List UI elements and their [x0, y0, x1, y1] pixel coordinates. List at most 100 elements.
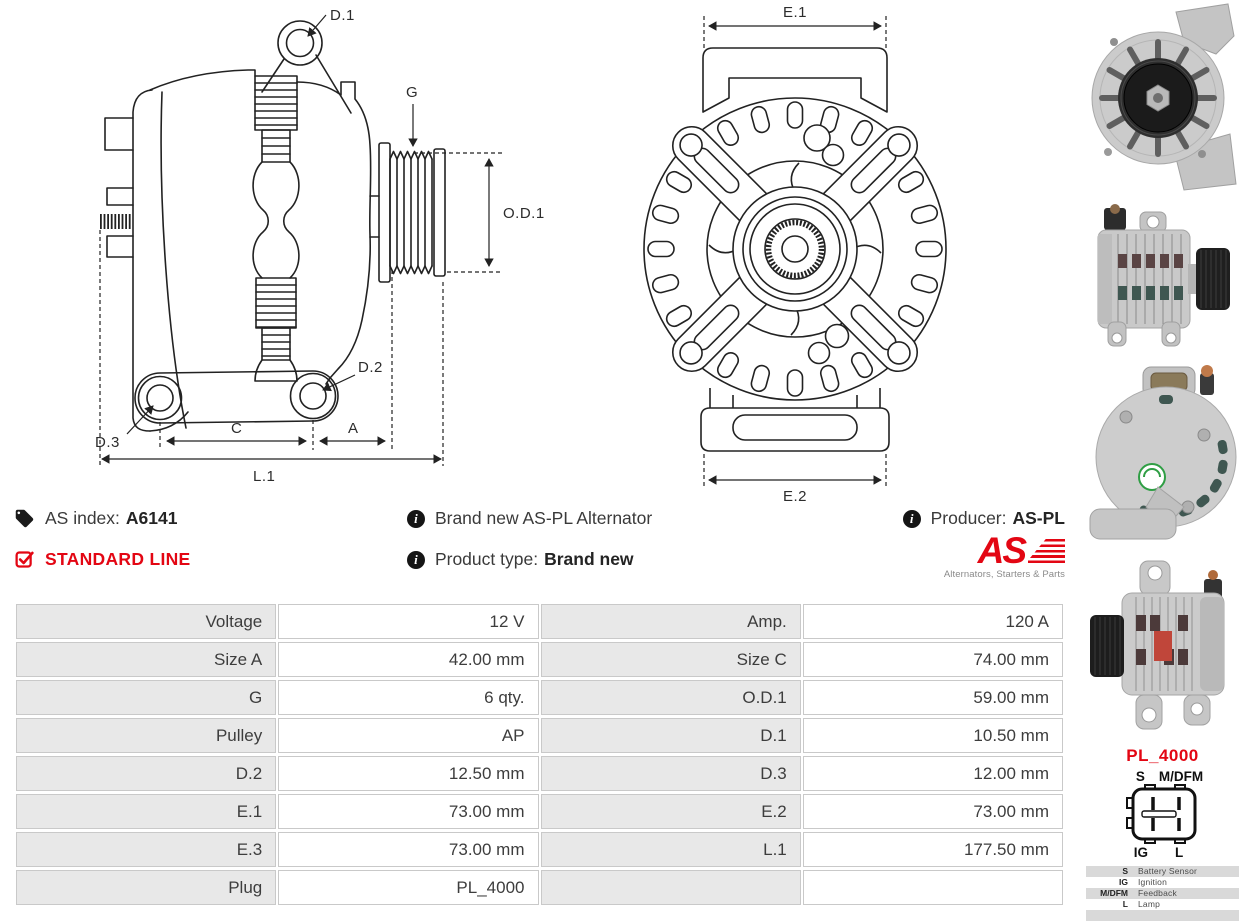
spec-label-cell: E.3	[16, 832, 277, 867]
info-column-right: Producer: AS-PL AS Alternators, Starters…	[902, 508, 1066, 580]
product-photo-rear[interactable]	[1088, 357, 1238, 550]
dim-label-od1: O.D.1	[503, 205, 545, 222]
legend-value: Feedback	[1138, 888, 1177, 898]
spec-label-cell: E.2	[540, 794, 801, 829]
spec-label-cell: Voltage	[16, 604, 277, 639]
dimension-labels: D.1 G O.D.1 D.2 D.3 C A L.1	[95, 7, 545, 485]
dimension-labels-front: E.1 E.2	[783, 4, 807, 502]
dimension-lines-front	[703, 16, 887, 488]
tag-icon	[14, 508, 35, 529]
spec-value-cell: 74.00 mm	[802, 642, 1063, 677]
description-line: Brand new AS-PL Alternator	[406, 508, 903, 529]
legend-row	[1086, 910, 1239, 921]
product-type-line: Product type: Brand new	[406, 549, 903, 570]
spec-row: D.2 12.50 mm D.3 12.00 mm	[16, 756, 1063, 791]
spec-row: Size A 42.00 mm Size C 74.00 mm	[16, 642, 1063, 677]
cooling-fins	[647, 101, 943, 397]
pin-label-mdfm: M/DFM	[1158, 769, 1204, 784]
plug-connector-drawing	[1125, 784, 1196, 844]
as-index-line: AS index: A6141	[14, 508, 407, 529]
checkbox-icon	[14, 549, 35, 570]
plug-pins-top: S M/DFM	[1136, 769, 1203, 784]
spec-value-cell: 10.50 mm	[802, 718, 1063, 753]
product-type-value: Brand new	[544, 549, 634, 569]
top-mounting-bracket	[702, 47, 888, 113]
dim-label-d1: D.1	[330, 7, 355, 24]
legend-row: IG Ignition	[1086, 877, 1239, 888]
spec-label-cell: Plug	[16, 870, 277, 905]
description-text: Brand new AS-PL Alternator	[434, 508, 653, 528]
spec-label-cell: D.1	[540, 718, 801, 753]
line-label: STANDARD LINE	[45, 549, 191, 569]
dim-label-g: G	[406, 84, 418, 101]
standard-line: STANDARD LINE	[14, 549, 407, 570]
dimension-lines	[99, 14, 502, 466]
aspl-logo-text: AS	[977, 530, 1027, 571]
product-photo-front[interactable]	[1088, 2, 1238, 195]
spec-value-cell: 6 qty.	[278, 680, 539, 715]
spec-row: Pulley AP D.1 10.50 mm	[16, 718, 1063, 753]
dim-label-d3: D.3	[95, 434, 120, 451]
info-icon	[902, 509, 921, 528]
product-type-label: Product type:	[434, 549, 539, 569]
spec-label-cell: G	[16, 680, 277, 715]
aspl-logo: AS Alternators, Starters & Parts	[944, 530, 1065, 580]
spec-label-cell: Size C	[540, 642, 801, 677]
spec-value-cell: PL_4000	[278, 870, 539, 905]
pulley-right-flange	[433, 148, 446, 277]
spec-value-cell: 12 V	[278, 604, 539, 639]
legend-key: L	[1122, 899, 1128, 909]
legend-row: L Lamp	[1086, 899, 1239, 910]
spec-label-cell: E.1	[16, 794, 277, 829]
mounting-arms	[671, 125, 919, 373]
plug-name: PL_4000	[1126, 746, 1199, 765]
producer-value: AS-PL	[1012, 508, 1066, 528]
dim-label-d2: D.2	[358, 359, 383, 376]
spec-row: Plug PL_4000	[16, 870, 1063, 905]
splined-shaft	[765, 219, 825, 279]
spec-value-cell: 73.00 mm	[802, 794, 1063, 829]
info-column-middle: Brand new AS-PL Alternator Product type:…	[406, 508, 903, 570]
info-icon	[406, 550, 425, 569]
spec-label-cell: Size A	[16, 642, 277, 677]
dim-label-e1: E.1	[783, 4, 807, 21]
red-product-label	[1153, 631, 1172, 661]
product-photo-side-left[interactable]	[1088, 557, 1238, 735]
spec-label-cell: D.3	[540, 756, 801, 791]
aspl-flag-stripes-icon	[1028, 539, 1065, 565]
plug-pins-bottom: IG L	[1134, 845, 1184, 860]
spec-value-cell: 73.00 mm	[278, 794, 539, 829]
side-view-technical-drawing: D.1 G O.D.1 D.2 D.3 C A L.1	[95, 7, 545, 485]
legend-key: S	[1122, 866, 1128, 876]
producer-line: Producer: AS-PL	[902, 508, 1066, 529]
product-photo-side-right[interactable]	[1088, 202, 1238, 350]
as-index-value: A6141	[125, 508, 178, 528]
legend-row: M/DFM Feedback	[1086, 888, 1239, 899]
as-index-label: AS index:	[45, 508, 120, 528]
spec-label-cell: Pulley	[16, 718, 277, 753]
legend-key: M/DFM	[1100, 888, 1128, 898]
pin-label-l: L	[1175, 845, 1184, 860]
spec-value-cell: AP	[278, 718, 539, 753]
legend-value: Lamp	[1138, 899, 1161, 909]
spec-row: E.1 73.00 mm E.2 73.00 mm	[16, 794, 1063, 829]
product-photos-column: PL_4000 S M/DFM IG	[1086, 2, 1239, 921]
spec-label-cell: L.1	[540, 832, 801, 867]
dim-label-c: C	[231, 420, 242, 437]
pulley-left-flange	[378, 142, 391, 283]
spec-value-cell: 120 A	[802, 604, 1063, 639]
green-sticker	[1137, 463, 1166, 491]
plug-diagram-block: PL_4000 S M/DFM IG	[1086, 746, 1239, 921]
spec-row: G 6 qty. O.D.1 59.00 mm	[16, 680, 1063, 715]
spec-label-cell: D.2	[16, 756, 277, 791]
front-view-technical-drawing: E.1 E.2	[643, 4, 947, 502]
dim-label-e2: E.2	[783, 488, 807, 502]
legend-key: IG	[1119, 877, 1128, 887]
spec-label-cell	[540, 870, 801, 905]
pin-label-s: S	[1135, 769, 1145, 784]
spec-value-cell: 59.00 mm	[802, 680, 1063, 715]
spec-value-cell: 42.00 mm	[278, 642, 539, 677]
legend-row: S Battery Sensor	[1086, 866, 1239, 877]
dim-label-a: A	[348, 420, 359, 437]
